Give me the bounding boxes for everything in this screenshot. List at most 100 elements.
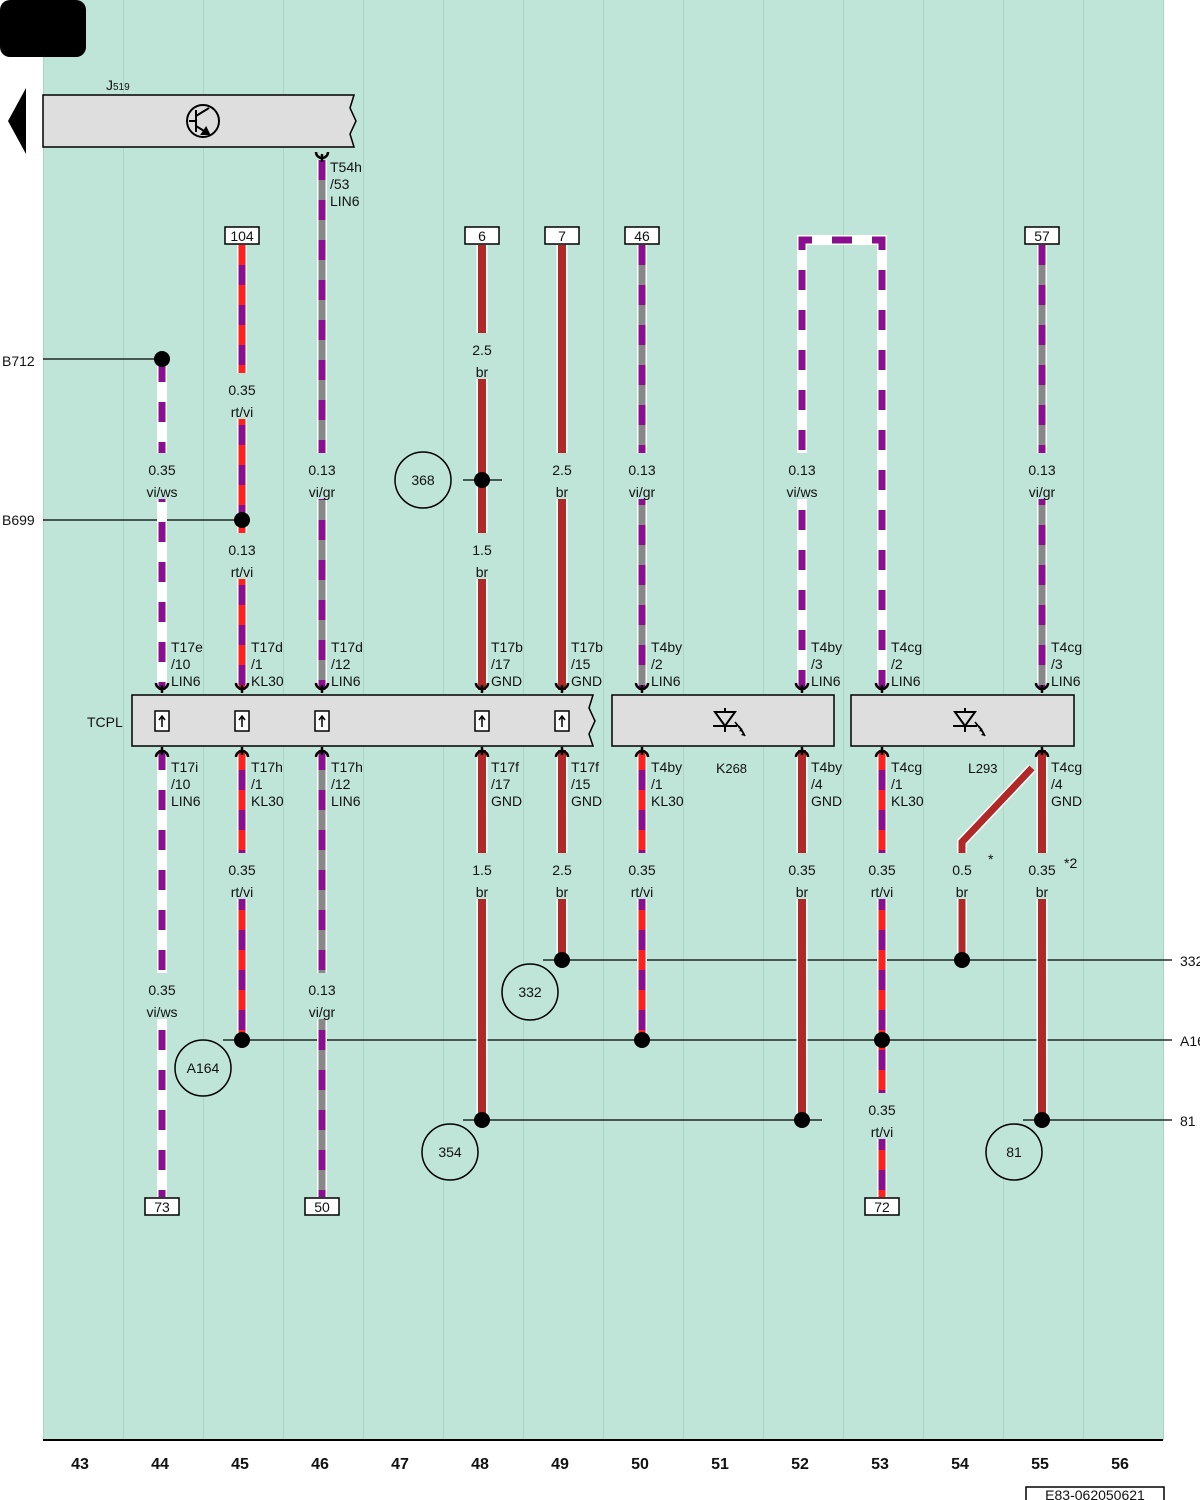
- pin-connector-id: T4by: [651, 639, 682, 655]
- pin-connector: [634, 747, 650, 758]
- column-number: 50: [631, 1456, 649, 1473]
- wire-color-label: vi/ws: [786, 484, 817, 500]
- pin-connector: [1034, 682, 1050, 693]
- pin-connector-id: T17d: [331, 639, 363, 655]
- module-k268[interactable]: K268: [611, 694, 835, 776]
- pin-connector: [874, 682, 890, 693]
- junction-dot: [874, 1032, 890, 1048]
- pin-number: /15: [571, 656, 591, 672]
- module-k268-label: K268: [716, 760, 747, 776]
- wire-color-label: vi/gr: [309, 484, 336, 500]
- pin-signal: GND: [571, 793, 602, 809]
- reference-box[interactable]: 104: [224, 226, 260, 245]
- wire-size-label: 0.13: [228, 542, 255, 558]
- wire-label: 2.5br: [464, 333, 500, 380]
- wire-size-label: 0.13: [308, 982, 335, 998]
- wire-size-label: 0.13: [788, 462, 815, 478]
- reference-box[interactable]: 72: [864, 1197, 900, 1216]
- svg-text:E83-062050621: E83-062050621: [1045, 1487, 1145, 1500]
- reference-box[interactable]: 6: [464, 226, 500, 245]
- wire-size-label: 0.5: [952, 862, 972, 878]
- circle-reference[interactable]: A164: [174, 1039, 232, 1097]
- wire-color-label: rt/vi: [231, 564, 254, 580]
- right-reference: 81: [1180, 1113, 1196, 1129]
- side-references: B712B699332A1681: [2, 353, 1200, 1129]
- junction-dot: [234, 1032, 250, 1048]
- pin-connector-id: T54h: [330, 159, 362, 175]
- reference-box[interactable]: 46: [624, 226, 660, 245]
- reference-box[interactable]: 50: [304, 1197, 340, 1216]
- reference-box[interactable]: 7: [544, 226, 580, 245]
- pin-number: /1: [251, 656, 263, 672]
- pin-signal: LIN6: [171, 793, 201, 809]
- module-l293[interactable]: L293: [850, 694, 1075, 776]
- wire-color-label: br: [476, 564, 489, 580]
- back-arrow-icon[interactable]: [8, 88, 26, 154]
- pin-signal: KL30: [891, 793, 924, 809]
- circle-reference[interactable]: 332: [501, 963, 559, 1021]
- pin-connector: [874, 747, 890, 758]
- module-tcpl[interactable]: TCPL: [87, 694, 596, 747]
- pin-number: /1: [251, 776, 263, 792]
- pin-number: /15: [571, 776, 591, 792]
- pin-connector: [794, 682, 810, 693]
- pin-connector: [154, 682, 170, 693]
- pin-connector: [554, 682, 570, 693]
- circle-reference[interactable]: 354: [421, 1123, 479, 1181]
- wire-size-label: 0.35: [148, 462, 175, 478]
- junction-dots: [154, 351, 1050, 1128]
- wire-size-label: 0.13: [1028, 462, 1055, 478]
- led-icon: [713, 708, 746, 737]
- wire-label: 0.13 rt/vi: [224, 533, 260, 580]
- tcpl-contact-icon: [314, 710, 330, 732]
- wire-size-label: 0.13: [308, 462, 335, 478]
- junction-dot: [554, 952, 570, 968]
- pin-connector-id: T17f: [491, 759, 519, 775]
- column-number: 47: [391, 1456, 409, 1473]
- reference-box[interactable]: 73: [144, 1197, 180, 1216]
- wire-size-label: 0.35: [1028, 862, 1055, 878]
- wire-label: 0.5br: [944, 853, 980, 900]
- module-j519-label: J519: [106, 77, 130, 93]
- wire-color-label: rt/vi: [871, 1124, 894, 1140]
- wire-size-label: 2.5: [552, 862, 572, 878]
- page-corner-tab: [0, 0, 86, 57]
- pin-connector: [1034, 747, 1050, 758]
- pin-connector-id: T4cg: [891, 639, 922, 655]
- wire-size-label: 2.5: [472, 342, 492, 358]
- junction-dot: [474, 472, 490, 488]
- pin-signal: LIN6: [330, 193, 360, 209]
- circle-reference[interactable]: 368: [394, 451, 452, 509]
- wire-br-branch[interactable]: [957, 764, 1036, 960]
- circle-reference[interactable]: 81: [985, 1123, 1043, 1181]
- reference-box-label: 104: [230, 228, 254, 244]
- pin-number: /1: [651, 776, 663, 792]
- right-reference: 332: [1180, 953, 1200, 969]
- left-reference: B699: [2, 512, 35, 528]
- wire-size-label: 0.35: [788, 862, 815, 878]
- pin-labels: T54h/53LIN6T17e/10LIN6T17d/1KL30T17d/12L…: [171, 159, 1082, 809]
- pin-number: /17: [491, 776, 511, 792]
- wire-label: 0.13 vi/ws: [784, 453, 820, 500]
- tcpl-contact-icon: [554, 710, 570, 732]
- module-j519[interactable]: J519: [42, 77, 357, 148]
- pin-signal: LIN6: [331, 673, 361, 689]
- wire-labels: 0.35vi/ws0.35rt/vi0.13vi/gr2.5br2.5br0.1…: [144, 333, 1060, 1140]
- pin-connector: [234, 682, 250, 693]
- pin-connector: [154, 747, 170, 758]
- reference-box[interactable]: 57: [1024, 226, 1060, 245]
- pin-signal: KL30: [251, 793, 284, 809]
